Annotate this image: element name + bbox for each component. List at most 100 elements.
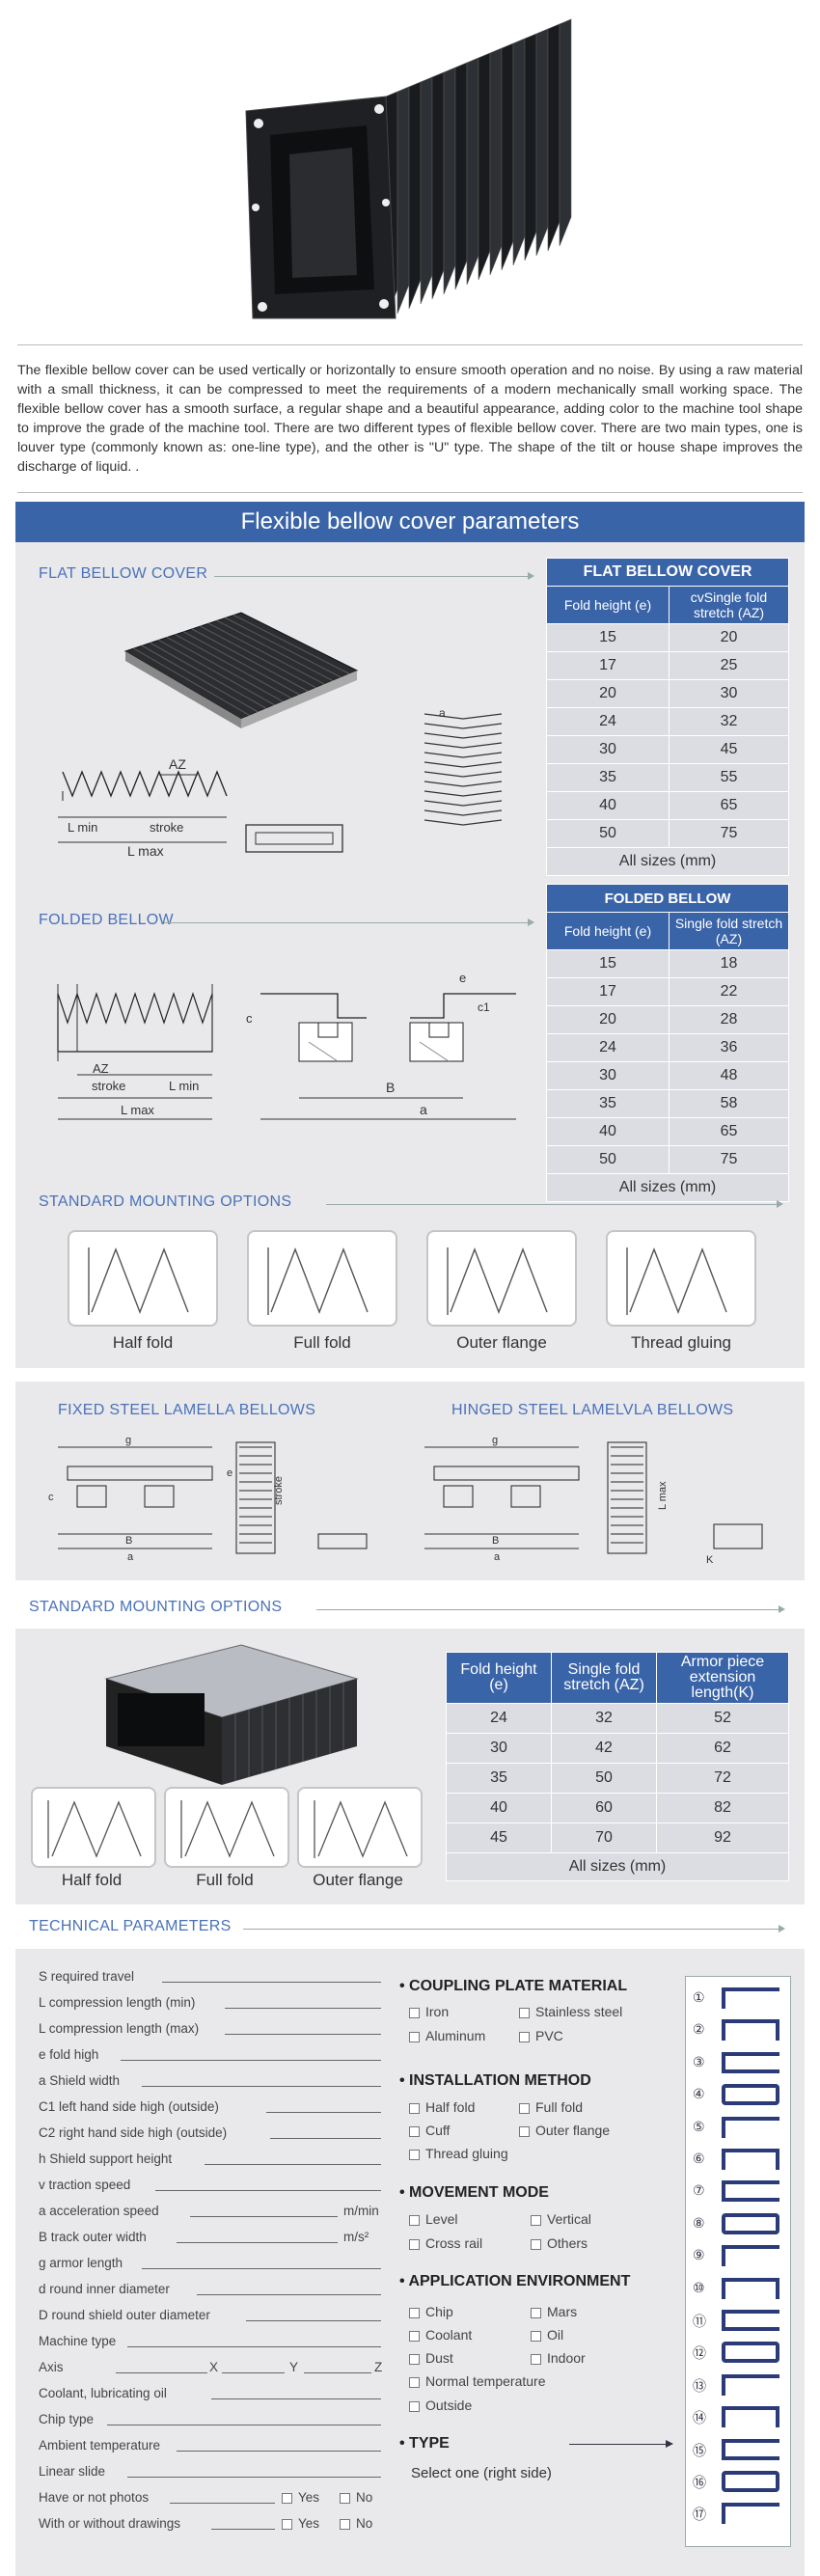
opt-oil[interactable]: Oil xyxy=(531,2327,563,2343)
tech-field-line[interactable] xyxy=(127,2346,381,2347)
tech-field-line[interactable] xyxy=(176,2451,381,2452)
tech-field-line[interactable] xyxy=(197,2294,381,2295)
type-number[interactable]: ② xyxy=(693,2021,705,2038)
type-profile-icon[interactable] xyxy=(722,2245,779,2267)
opt-chip[interactable]: Chip xyxy=(409,2304,453,2319)
type-number[interactable]: ④ xyxy=(693,2086,705,2102)
opt-iron[interactable]: Iron xyxy=(409,2004,449,2019)
type-profile-icon[interactable] xyxy=(722,2503,779,2525)
type-profile-icon[interactable] xyxy=(722,2149,779,2170)
opt-cross-rail[interactable]: Cross rail xyxy=(409,2235,482,2251)
tech-field-line[interactable] xyxy=(225,2008,381,2009)
tech-field-line[interactable] xyxy=(266,2112,381,2113)
type-profile-icon[interactable] xyxy=(722,2116,779,2138)
opt-full-fold[interactable]: Full fold xyxy=(519,2099,583,2115)
tech-field-line[interactable] xyxy=(162,1982,381,1983)
axis-input-line[interactable] xyxy=(116,2372,207,2373)
type-profile-icon[interactable] xyxy=(722,2212,779,2234)
type-number[interactable]: ③ xyxy=(693,2053,705,2069)
type-profile-icon[interactable] xyxy=(722,2406,779,2428)
type-number[interactable]: ① xyxy=(693,1989,705,2005)
tech-field[interactable]: Linear slide xyxy=(39,2464,396,2481)
tech-field[interactable]: d round inner diameter xyxy=(39,2282,396,2299)
tech-field-line[interactable] xyxy=(225,2034,381,2035)
tech-field-line[interactable] xyxy=(210,2398,381,2399)
tech-field[interactable]: L compression length (min) xyxy=(39,1995,396,2013)
type-number[interactable]: ⑫ xyxy=(693,2345,706,2362)
choice-yes[interactable]: Yes xyxy=(282,2490,319,2505)
tech-field-line[interactable] xyxy=(190,2216,338,2217)
choice-no[interactable]: No xyxy=(340,2490,372,2505)
tech-field-line[interactable] xyxy=(127,2477,381,2478)
type-profile-icon[interactable] xyxy=(722,2277,779,2299)
opt-thread-gluing[interactable]: Thread gluing xyxy=(409,2146,508,2161)
type-number[interactable]: ⑮ xyxy=(693,2442,706,2458)
type-number[interactable]: ⑨ xyxy=(693,2247,705,2263)
tech-field-line[interactable] xyxy=(141,2086,381,2087)
axis-input-line[interactable] xyxy=(222,2372,285,2373)
tech-field[interactable]: e fold high xyxy=(39,2047,396,2065)
type-number[interactable]: ⑪ xyxy=(693,2314,706,2329)
type-profile-icon[interactable] xyxy=(722,2019,779,2042)
opt-indoor[interactable]: Indoor xyxy=(531,2350,586,2366)
tech-field[interactable]: a Shield width xyxy=(39,2073,396,2091)
tech-field[interactable]: h Shield support height xyxy=(39,2151,396,2169)
checkbox[interactable] xyxy=(340,2518,350,2530)
axis-input-line[interactable] xyxy=(304,2372,371,2373)
opt-pvc[interactable]: PVC xyxy=(519,2028,563,2043)
opt-coolant[interactable]: Coolant xyxy=(409,2327,472,2343)
tech-field[interactable]: L compression length (max) xyxy=(39,2021,396,2039)
type-number[interactable]: ⑥ xyxy=(693,2151,705,2166)
tech-field[interactable]: v traction speed xyxy=(39,2178,396,2195)
type-profile-icon[interactable] xyxy=(722,2342,779,2364)
opt-dust[interactable]: Dust xyxy=(409,2350,453,2366)
type-number[interactable]: ⑭ xyxy=(693,2410,706,2426)
type-number[interactable]: ⑦ xyxy=(693,2182,705,2199)
type-profile-icon[interactable] xyxy=(722,2438,779,2460)
type-profile-icon[interactable] xyxy=(722,2310,779,2331)
checkbox[interactable] xyxy=(340,2492,350,2504)
opt-outside[interactable]: Outside xyxy=(409,2398,472,2413)
checkbox[interactable] xyxy=(282,2492,292,2504)
opt-normal-temperature[interactable]: Normal temperature xyxy=(409,2373,546,2389)
type-number[interactable]: ⑯ xyxy=(693,2475,706,2490)
tech-field[interactable]: C1 left hand side high (outside) xyxy=(39,2099,396,2117)
type-profile-icon[interactable] xyxy=(722,1987,779,2009)
tech-field[interactable]: D round shield outer diameter xyxy=(39,2308,396,2325)
opt-cuff[interactable]: Cuff xyxy=(409,2123,450,2138)
opt-others[interactable]: Others xyxy=(531,2235,588,2251)
opt-outer-flange[interactable]: Outer flange xyxy=(519,2123,610,2138)
tech-field[interactable]: Coolant, lubricating oil xyxy=(39,2386,396,2403)
type-profile-icon[interactable] xyxy=(722,2373,779,2396)
tech-field-line[interactable] xyxy=(155,2190,381,2191)
tech-field-line[interactable] xyxy=(204,2164,381,2165)
opt-level[interactable]: Level xyxy=(409,2211,457,2227)
tech-field-line[interactable] xyxy=(176,2242,338,2243)
type-number[interactable]: ⑰ xyxy=(693,2507,706,2523)
tech-field[interactable]: S required travel xyxy=(39,1969,396,1987)
opt-mars[interactable]: Mars xyxy=(531,2304,577,2319)
type-profile-icon[interactable] xyxy=(722,2051,779,2073)
type-number[interactable]: ⑩ xyxy=(693,2279,705,2295)
type-number[interactable]: ⑬ xyxy=(693,2377,706,2394)
checkbox[interactable] xyxy=(282,2518,292,2530)
type-number[interactable]: ⑧ xyxy=(693,2214,705,2231)
choice-no[interactable]: No xyxy=(340,2516,372,2531)
tech-field[interactable]: g armor length xyxy=(39,2256,396,2273)
tech-field-line[interactable] xyxy=(210,2529,275,2530)
type-number[interactable]: ⑤ xyxy=(693,2118,705,2134)
type-profile-icon[interactable] xyxy=(722,2471,779,2492)
choice-yes[interactable]: Yes xyxy=(282,2516,319,2531)
opt-vertical[interactable]: Vertical xyxy=(531,2211,591,2227)
tech-field[interactable]: Ambient temperature xyxy=(39,2438,396,2455)
opt-aluminum[interactable]: Aluminum xyxy=(409,2028,485,2043)
opt-stainless-steel[interactable]: Stainless steel xyxy=(519,2004,622,2019)
tech-field-line[interactable] xyxy=(141,2268,381,2269)
tech-field[interactable]: C2 right hand side high (outside) xyxy=(39,2125,396,2143)
opt-half-fold[interactable]: Half fold xyxy=(409,2099,475,2115)
